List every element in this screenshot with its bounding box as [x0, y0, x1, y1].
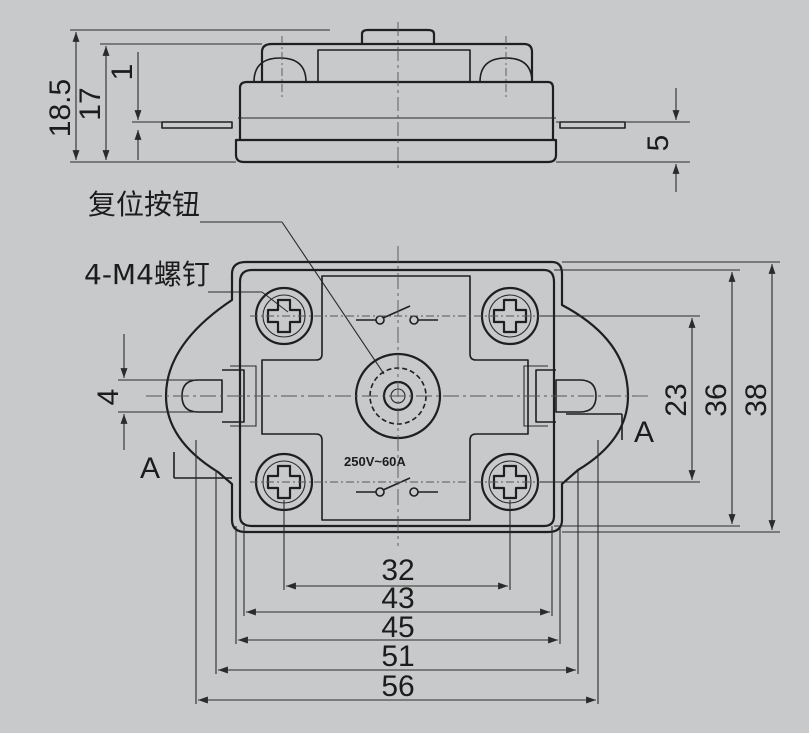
side-cap — [260, 42, 534, 82]
dim-23: 23 — [660, 383, 693, 416]
rating-label: 250V~60A — [344, 454, 406, 469]
body-outline — [238, 268, 556, 528]
section-mark-right: A — [634, 416, 654, 449]
dim-5: 5 — [642, 135, 675, 152]
dim-51: 51 — [381, 640, 414, 673]
top-view: 250V~60A A A — [140, 246, 654, 546]
dim-32: 32 — [381, 554, 414, 587]
dim-45: 45 — [381, 611, 414, 644]
label-reset-button: 复位按钮 — [88, 188, 200, 221]
side-body — [238, 80, 555, 140]
side-boss-left — [253, 57, 307, 83]
dim-43: 43 — [381, 582, 414, 615]
vertical-dimensions: 23 36 38 — [540, 261, 780, 533]
dim-4: 4 — [92, 389, 125, 406]
dim-18-5: 18.5 — [44, 79, 77, 137]
dim-17: 17 — [74, 87, 107, 120]
side-tab-right — [559, 121, 626, 129]
horizontal-dimensions: 32 43 45 51 56 — [195, 440, 599, 704]
dim-1: 1 — [106, 64, 139, 81]
switch-symbol-top — [356, 305, 438, 325]
side-tab-left — [161, 121, 233, 129]
section-mark-left: A — [140, 452, 160, 485]
side-base — [234, 138, 558, 164]
inner-recess — [261, 275, 529, 521]
hole-dimension: 4 — [92, 334, 196, 450]
switch-symbol-bottom — [356, 477, 438, 497]
dim-38: 38 — [740, 383, 773, 416]
label-screw: 4-M4螺钉 — [84, 258, 210, 291]
dim-36: 36 — [700, 383, 733, 416]
side-view: 18.5 17 1 5 — [44, 22, 690, 192]
flange-outline — [164, 260, 630, 534]
dim-56: 56 — [381, 670, 414, 703]
